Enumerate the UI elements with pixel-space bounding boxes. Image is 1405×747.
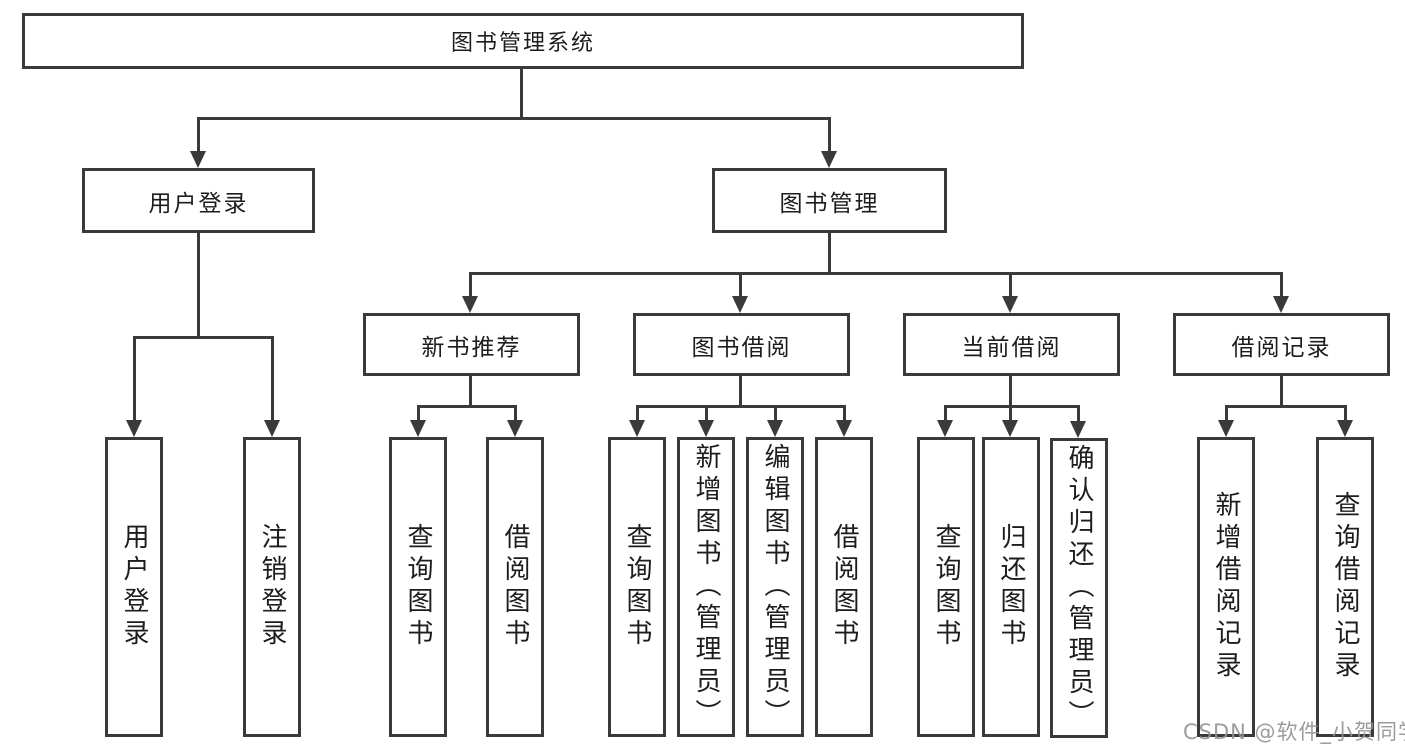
leaf-user-login-label: 用户登录 bbox=[119, 523, 149, 651]
leaf-newbooks-borrow: 借阅图书 bbox=[486, 437, 544, 737]
node-book-borrow: 图书借阅 bbox=[633, 313, 850, 376]
node-user-login: 用户登录 bbox=[82, 168, 315, 233]
leaf-records-add: 新增借阅记录 bbox=[1197, 437, 1255, 737]
connector bbox=[944, 405, 947, 423]
connector bbox=[1280, 272, 1283, 299]
connector bbox=[520, 68, 523, 119]
arrowhead-down-icon bbox=[629, 420, 645, 437]
connector bbox=[197, 117, 831, 120]
connector bbox=[133, 336, 136, 421]
connector bbox=[1077, 405, 1080, 423]
connector bbox=[944, 405, 1080, 408]
leaf-records-query: 查询借阅记录 bbox=[1316, 437, 1374, 737]
csdn-watermark: CSDN @软件_小贺同学 bbox=[1183, 720, 1405, 744]
connector bbox=[843, 405, 846, 423]
node-current-borrow: 当前借阅 bbox=[903, 313, 1120, 376]
node-root: 图书管理系统 bbox=[22, 13, 1024, 69]
leaf-borrow-add-admin-label: 新增图书（管理员） bbox=[691, 443, 721, 731]
leaf-borrow-add-admin: 新增图书（管理员） bbox=[677, 437, 735, 737]
node-new-book-recommend-label: 新书推荐 bbox=[421, 334, 522, 361]
arrowhead-down-icon bbox=[1218, 420, 1234, 437]
connector bbox=[417, 405, 517, 408]
leaf-logout: 注销登录 bbox=[243, 437, 301, 737]
arrowhead-down-icon bbox=[937, 420, 953, 437]
leaf-newbooks-borrow-label: 借阅图书 bbox=[500, 523, 530, 651]
connector bbox=[739, 376, 742, 408]
arrowhead-down-icon bbox=[507, 420, 523, 437]
connector bbox=[636, 405, 639, 423]
connector bbox=[1009, 405, 1012, 423]
leaf-records-add-label: 新增借阅记录 bbox=[1211, 491, 1241, 683]
node-user-login-label: 用户登录 bbox=[148, 190, 249, 217]
leaf-borrow-edit-admin: 编辑图书（管理员） bbox=[746, 437, 804, 737]
arrowhead-down-icon bbox=[1002, 296, 1018, 313]
arrowhead-down-icon bbox=[462, 296, 478, 313]
arrowhead-down-icon bbox=[821, 151, 837, 168]
node-book-management-label: 图书管理 bbox=[779, 190, 880, 217]
arrowhead-down-icon bbox=[264, 420, 280, 437]
leaf-current-return: 归还图书 bbox=[982, 437, 1040, 737]
leaf-borrow-query-label: 查询图书 bbox=[622, 523, 652, 651]
arrowhead-down-icon bbox=[190, 151, 206, 168]
node-borrow-records: 借阅记录 bbox=[1173, 313, 1390, 376]
connector bbox=[469, 272, 472, 299]
connector bbox=[197, 233, 200, 339]
connector bbox=[774, 405, 777, 423]
node-new-book-recommend: 新书推荐 bbox=[363, 313, 580, 376]
arrowhead-down-icon bbox=[732, 296, 748, 313]
leaf-borrow-borrow-label: 借阅图书 bbox=[829, 523, 859, 651]
arrowhead-down-icon bbox=[698, 420, 714, 437]
arrowhead-down-icon bbox=[1070, 421, 1086, 438]
connector bbox=[417, 405, 420, 423]
connector bbox=[514, 405, 517, 423]
connector bbox=[469, 376, 472, 408]
leaf-current-confirm-admin-label: 确认归还（管理员） bbox=[1064, 444, 1094, 732]
leaf-current-confirm-admin: 确认归还（管理员） bbox=[1050, 438, 1108, 738]
connector bbox=[1225, 405, 1228, 423]
arrowhead-down-icon bbox=[836, 420, 852, 437]
connector bbox=[197, 117, 200, 153]
leaf-current-return-label: 归还图书 bbox=[996, 523, 1026, 651]
node-borrow-records-label: 借阅记录 bbox=[1231, 334, 1332, 361]
leaf-current-query-label: 查询图书 bbox=[931, 523, 961, 651]
leaf-logout-label: 注销登录 bbox=[257, 523, 287, 651]
node-book-management: 图书管理 bbox=[712, 168, 947, 233]
leaf-newbooks-query-label: 查询图书 bbox=[403, 523, 433, 651]
leaf-borrow-query: 查询图书 bbox=[608, 437, 666, 737]
connector bbox=[828, 117, 831, 153]
leaf-current-query: 查询图书 bbox=[917, 437, 975, 737]
node-current-borrow-label: 当前借阅 bbox=[961, 334, 1062, 361]
arrowhead-down-icon bbox=[1002, 420, 1018, 437]
leaf-newbooks-query: 查询图书 bbox=[389, 437, 447, 737]
leaf-borrow-edit-admin-label: 编辑图书（管理员） bbox=[760, 443, 790, 731]
node-book-borrow-label: 图书借阅 bbox=[691, 334, 792, 361]
connector bbox=[1225, 405, 1346, 408]
connector bbox=[271, 336, 274, 421]
connector bbox=[1009, 272, 1012, 299]
connector bbox=[469, 272, 1282, 275]
connector bbox=[1344, 405, 1347, 423]
arrowhead-down-icon bbox=[126, 420, 142, 437]
connector bbox=[739, 272, 742, 299]
arrowhead-down-icon bbox=[1273, 296, 1289, 313]
leaf-user-login: 用户登录 bbox=[105, 437, 163, 737]
connector bbox=[705, 405, 708, 423]
leaf-records-query-label: 查询借阅记录 bbox=[1330, 491, 1360, 683]
node-root-label: 图书管理系统 bbox=[450, 31, 595, 56]
leaf-borrow-borrow: 借阅图书 bbox=[815, 437, 873, 737]
arrowhead-down-icon bbox=[767, 420, 783, 437]
connector bbox=[133, 336, 274, 339]
arrowhead-down-icon bbox=[1337, 420, 1353, 437]
connector bbox=[636, 405, 846, 408]
connector bbox=[1280, 376, 1283, 408]
arrowhead-down-icon bbox=[410, 420, 426, 437]
connector bbox=[1009, 376, 1012, 408]
connector bbox=[828, 233, 831, 275]
